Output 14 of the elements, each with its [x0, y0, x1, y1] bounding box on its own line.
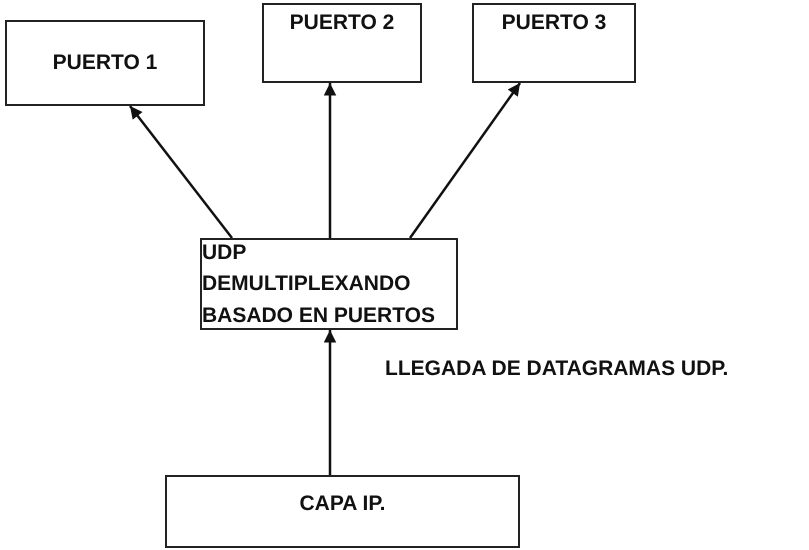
box-label: PUERTO 1 — [52, 50, 158, 76]
process-box — [262, 3, 422, 83]
process-box — [165, 475, 520, 548]
process-box — [472, 3, 636, 83]
arrow — [324, 83, 336, 238]
arrow — [129, 105, 233, 239]
annotation-text: LLEGADA DE DATAGRAMAS UDP. — [385, 357, 728, 381]
box-label: PUERTO 2 — [290, 10, 394, 36]
process-box — [5, 20, 205, 106]
box-label: PUERTO 3 — [502, 10, 606, 36]
box-label: UDP DEMULTIPLEXANDO BASADO EN PUERTOS — [202, 240, 436, 329]
arrow — [408, 82, 522, 239]
arrow — [324, 330, 336, 475]
box-label: CAPA IP. — [300, 490, 386, 517]
